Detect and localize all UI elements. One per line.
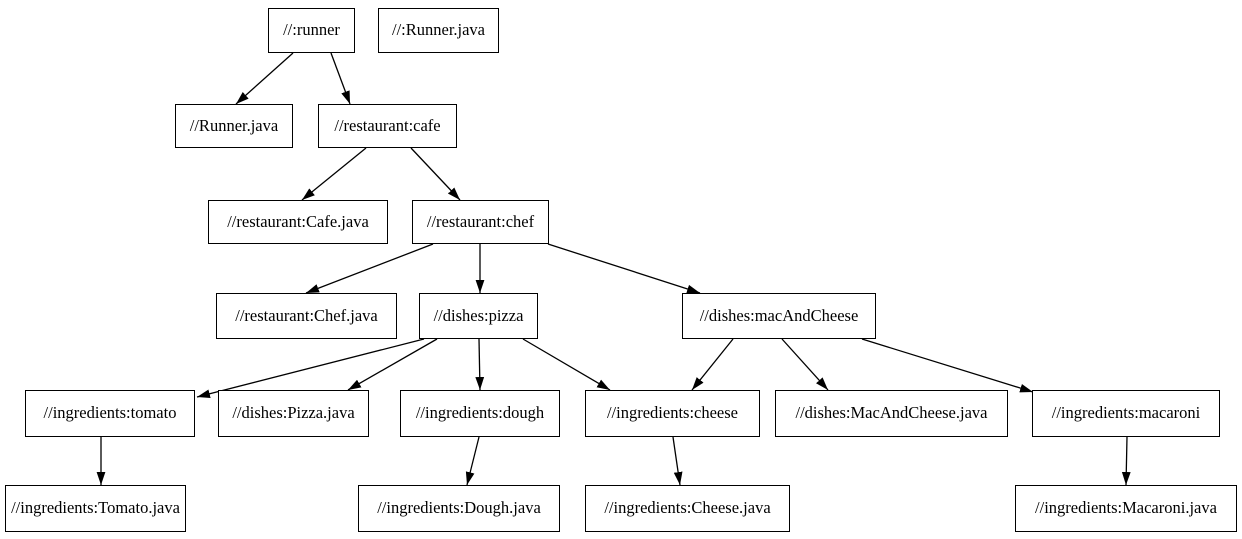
graph-node-mac_java: //dishes:MacAndCheese.java xyxy=(775,390,1008,437)
graph-edge-macandcheese-to-cheese xyxy=(691,338,734,391)
graph-node-runner: //:runner xyxy=(268,8,355,53)
graph-edge-cafe-to-cafe_java xyxy=(301,147,367,201)
graph-node-dough: //ingredients:dough xyxy=(400,390,560,437)
graph-node-tomato_java: //ingredients:Tomato.java xyxy=(5,485,186,532)
graph-edge-dough-to-dough_java xyxy=(465,436,480,486)
graph-node-cafe_java: //restaurant:Cafe.java xyxy=(208,200,388,244)
graph-edge-runner-to-cafe xyxy=(330,52,351,105)
graph-node-cheese_java: //ingredients:Cheese.java xyxy=(585,485,790,532)
graph-node-macaroni: //ingredients:macaroni xyxy=(1032,390,1220,437)
graph-edge-runner-to-runner_java xyxy=(235,52,294,105)
graph-node-macaroni_java: //ingredients:Macaroni.java xyxy=(1015,485,1237,532)
graph-node-cafe: //restaurant:cafe xyxy=(318,104,457,148)
graph-edge-chef-to-chef_java xyxy=(305,243,434,294)
graph-node-chef: //restaurant:chef xyxy=(412,200,549,244)
graph-node-dough_java: //ingredients:Dough.java xyxy=(358,485,560,532)
graph-node-pizza_java: //dishes:Pizza.java xyxy=(218,390,369,437)
graph-edge-chef-to-macandcheese xyxy=(547,243,701,294)
graph-edge-pizza-to-dough xyxy=(475,338,485,391)
graph-node-macandcheese: //dishes:macAndCheese xyxy=(682,293,876,339)
graph-edge-cheese-to-cheese_java xyxy=(672,436,683,486)
graph-edge-pizza-to-tomato xyxy=(196,338,425,399)
graph-node-runner_java: //Runner.java xyxy=(175,104,293,148)
graph-edge-macandcheese-to-mac_java xyxy=(781,338,829,391)
graph-node-runner_java_top: //:Runner.java xyxy=(378,8,499,53)
graph-edge-pizza-to-cheese xyxy=(522,338,611,391)
graph-node-pizza: //dishes:pizza xyxy=(419,293,538,339)
graph-edge-macandcheese-to-macaroni xyxy=(861,338,1034,393)
graph-node-chef_java: //restaurant:Chef.java xyxy=(216,293,397,339)
graph-edge-group xyxy=(96,52,1131,486)
graph-edge-macaroni-to-macaroni_java xyxy=(1121,436,1131,486)
graph-edge-cafe-to-chef xyxy=(410,147,461,201)
graph-node-cheese: //ingredients:cheese xyxy=(585,390,760,437)
graph-edge-pizza-to-pizza_java xyxy=(347,338,438,391)
graph-node-tomato: //ingredients:tomato xyxy=(25,390,195,437)
